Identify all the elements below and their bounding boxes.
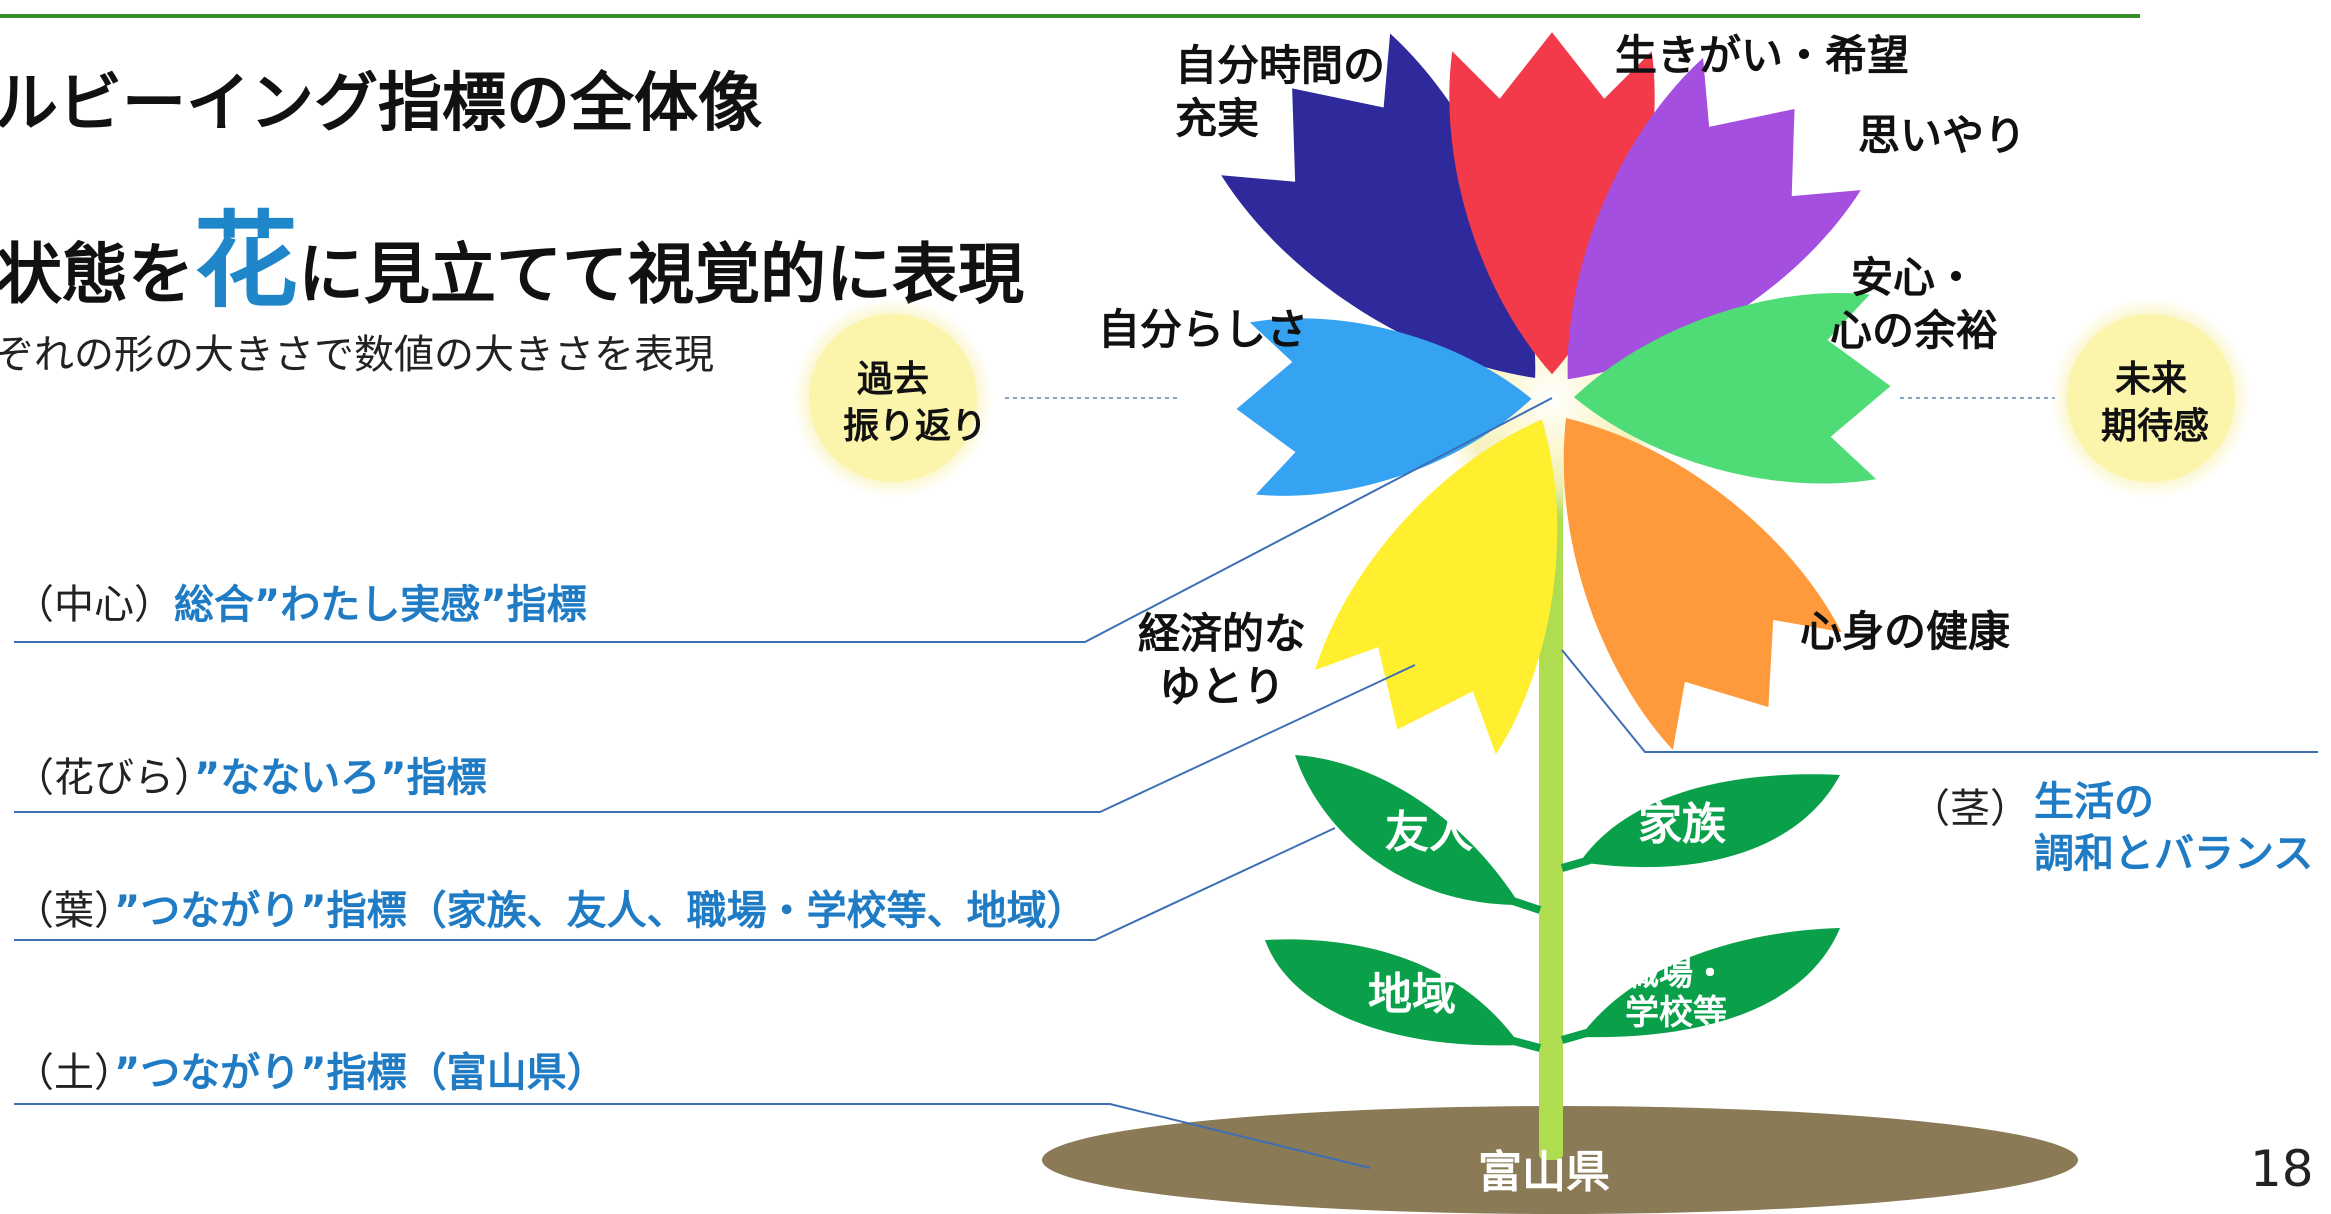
leaf-label-region: 地域 xyxy=(1368,969,1456,1020)
future-orb-text: 未来 期待感 xyxy=(2101,357,2210,451)
petal-label-line: 経済的な xyxy=(1138,609,1307,658)
legend-petal: （花びら）”なないろ”指標 xyxy=(14,745,487,803)
petal-label-own-time: 自分時間の 充実 xyxy=(1175,40,1385,145)
petal-label-security: 安心・ 心の余裕 xyxy=(1830,252,1998,357)
soil xyxy=(1042,1106,2078,1214)
top-rule xyxy=(0,14,2140,18)
legend-soil: （土）”つながり”指標（富山県） xyxy=(14,1040,607,1098)
petal-label-health: 心身の健康 xyxy=(1800,607,2011,656)
future-orb-line2: 期待感 xyxy=(2101,405,2210,447)
petal-label-self: 自分らしさ xyxy=(1098,305,1309,354)
petal-label-line: 充実 xyxy=(1175,93,1260,143)
legend-stem-line: 生活の xyxy=(2034,779,2154,825)
leaf-label-family: 家族 xyxy=(1638,799,1726,850)
petal-label-line: 心の余裕 xyxy=(1830,305,1999,355)
legend-leaf: （葉）”つながり”指標（家族、友人、職場・学校等、地域） xyxy=(14,878,1087,936)
past-orb-line2: 振り返り xyxy=(843,405,988,447)
leaf-friend xyxy=(1295,755,1520,905)
future-orb-core xyxy=(2067,314,2235,482)
leaf-family xyxy=(1580,774,1840,868)
legend-stem-line: 調和とバランス xyxy=(2034,831,2314,877)
legend-center: （中心）総合”わたし実感”指標 xyxy=(14,572,587,630)
petal-label-economic: 経済的な ゆとり xyxy=(1138,608,1306,713)
leader-leaf xyxy=(14,827,1336,941)
leaf-label-work-school: 職場・ 学校等 xyxy=(1625,954,1727,1034)
legend-label: （葉） xyxy=(14,888,114,934)
legend-label: （花びら） xyxy=(14,755,194,801)
leaf-label-line: 職場・ xyxy=(1625,954,1727,994)
petal-label-compassion: 思いやり xyxy=(1858,111,2027,160)
page-number: 18 xyxy=(2250,1140,2314,1198)
leaf-label-line: 学校等 xyxy=(1625,993,1727,1034)
legend-label: （中心） xyxy=(14,582,174,628)
leader-center xyxy=(14,397,1553,643)
past-orb-core xyxy=(809,314,977,482)
legend-value: ”つながり”指標（家族、友人、職場・学校等、地域） xyxy=(114,888,1087,934)
past-orb-text: 過去 振り返り xyxy=(843,357,988,451)
title-note: ぞれの形の大きさで数値の大きさを表現 xyxy=(0,332,714,378)
legend-value: ”つながり”指標（富山県） xyxy=(114,1050,607,1096)
page-title: ルビーイング指標の全体像 xyxy=(0,67,762,141)
leader-petal xyxy=(14,664,1416,813)
petal-label-line: 安心・ xyxy=(1851,253,1978,302)
petal-label-line: ゆとり xyxy=(1159,661,1286,711)
petal-label-purpose-hope: 生きがい・希望 xyxy=(1615,31,1910,80)
petal-label-line: 自分時間の xyxy=(1175,41,1386,90)
legend-stem-value: 生活の 調和とバランス xyxy=(2034,776,2313,880)
legend-value: ”なないろ”指標 xyxy=(194,755,487,801)
leader-stem xyxy=(1561,649,2318,753)
leaf-region xyxy=(1265,939,1520,1046)
leaf-work-school xyxy=(1580,928,1840,1038)
legend-value: 総合”わたし実感”指標 xyxy=(174,582,587,628)
legend-label: （土） xyxy=(14,1050,114,1096)
stem xyxy=(1539,460,1563,1160)
soil-label: 富山県 xyxy=(1478,1147,1610,1198)
legend-stem-label: （茎） xyxy=(1910,786,2030,832)
leader-soil xyxy=(14,1103,1371,1169)
past-orb-line1: 過去 xyxy=(856,359,929,400)
subtitle-flower: 花 xyxy=(194,200,299,322)
future-orb-line1: 未来 xyxy=(2114,359,2187,400)
leaf-label-friend: 友人 xyxy=(1385,807,1473,858)
subtitle-pre: 状態を xyxy=(0,236,194,313)
